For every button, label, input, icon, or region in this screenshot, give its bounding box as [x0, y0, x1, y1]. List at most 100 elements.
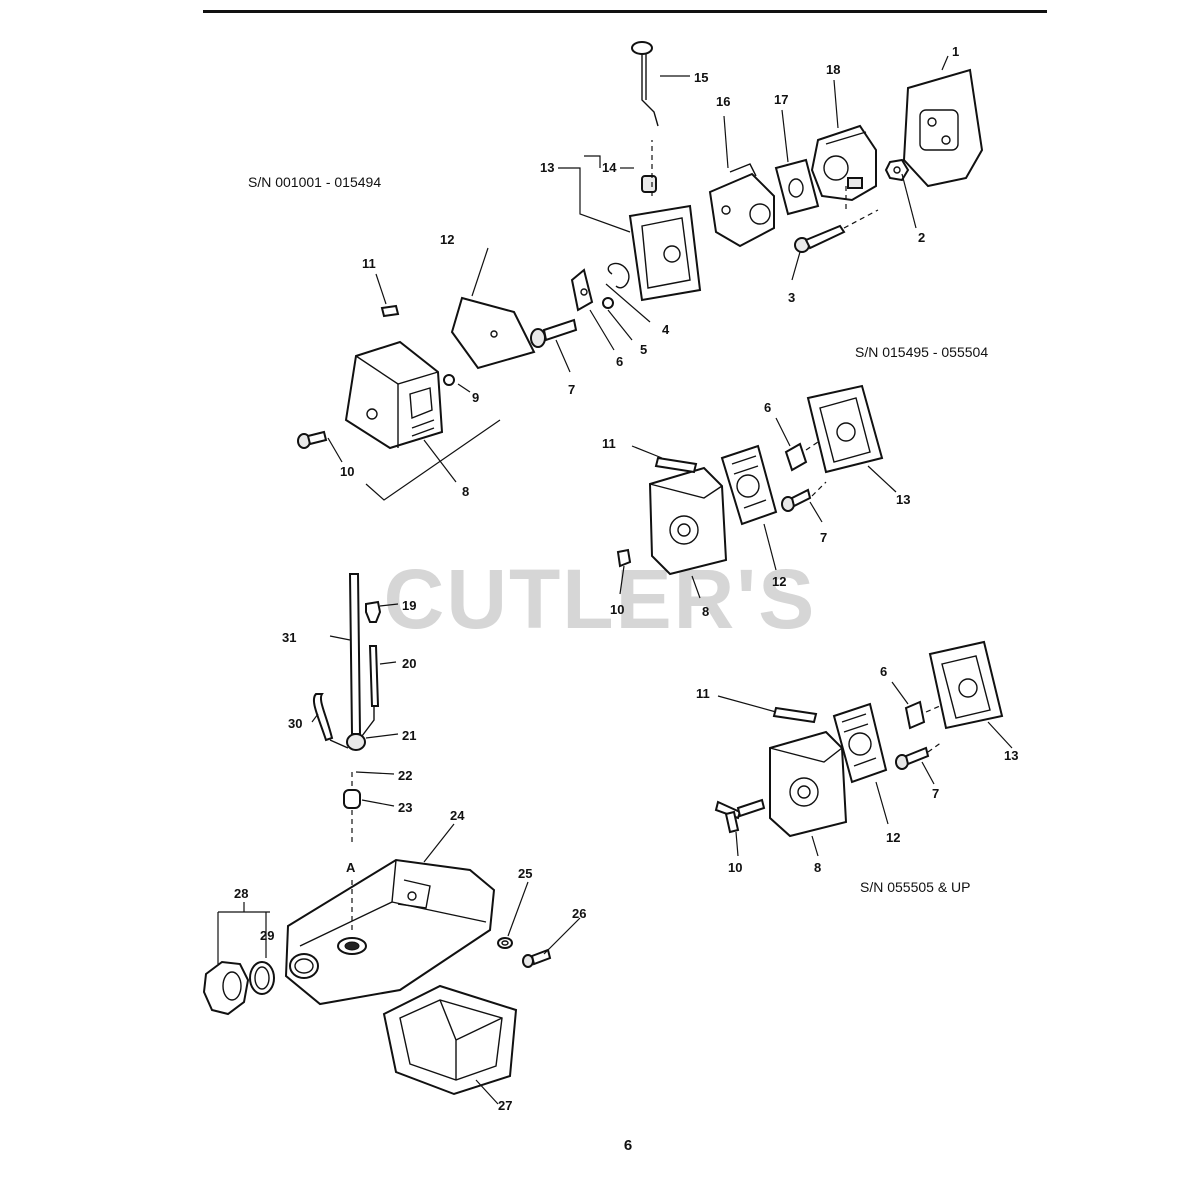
serial-range-a: S/N 001001 - 015494	[248, 174, 381, 190]
part-fuel-tank-24	[284, 858, 496, 1006]
callout-top-10: 10	[340, 464, 354, 479]
part-grommet-14	[641, 175, 657, 193]
low-part-label-11	[772, 706, 818, 724]
callout-low-12: 12	[886, 830, 900, 845]
low-part-cover-8	[769, 730, 848, 838]
part-carburetor-18	[810, 124, 877, 202]
part-washer-25	[497, 937, 513, 949]
part-washer-5	[602, 297, 614, 309]
callout-tank-22: 22	[398, 768, 412, 783]
callout-top-15: 15	[694, 70, 708, 85]
part-fuel-cap-28	[202, 960, 250, 1016]
callout-tank-31: 31	[282, 630, 296, 645]
low-part-filter-12	[832, 702, 888, 784]
part-screw-3	[794, 209, 879, 253]
callout-mid-7: 7	[820, 530, 827, 545]
part-return-line-20	[361, 645, 380, 737]
callout-mid-11: 11	[602, 436, 616, 451]
part-label-11	[380, 304, 400, 318]
top-assembly: 1 2 3 4 5 6 7 8 9 10 11 12 13 14 15 16 1…	[297, 41, 984, 501]
mid-part-screw-7	[781, 488, 812, 512]
mid-part-wingnut-10	[616, 548, 632, 568]
mid-part-filter-12	[720, 444, 778, 526]
part-grommet-21	[346, 733, 366, 751]
part-screw-26	[522, 948, 552, 968]
part-plate-6	[570, 268, 594, 312]
part-gasket-1	[902, 68, 984, 188]
header-rule	[203, 10, 1047, 13]
mid-part-plate-6	[784, 442, 808, 472]
mid-part-label-11	[654, 456, 698, 474]
callout-low-13: 13	[1004, 748, 1018, 763]
callout-top-3: 3	[788, 290, 795, 305]
callout-top-2: 2	[918, 230, 925, 245]
low-part-base-13	[928, 640, 1004, 730]
callout-tank-19: 19	[402, 598, 416, 613]
callout-mid-8: 8	[702, 604, 709, 619]
watermark: CUTLER'S	[384, 552, 817, 646]
callout-low-8: 8	[814, 860, 821, 875]
part-fuel-filter-23	[343, 772, 361, 846]
callout-tank-23: 23	[398, 800, 412, 815]
callout-top-5: 5	[640, 342, 647, 357]
callout-top-8: 8	[462, 484, 469, 499]
callout-mid-12: 12	[772, 574, 786, 589]
part-bolt-7	[530, 318, 578, 348]
callout-tank-21: 21	[402, 728, 416, 743]
reference-letter-a: A	[346, 860, 356, 875]
part-nut-2	[884, 158, 910, 182]
callout-top-12: 12	[440, 232, 454, 247]
part-tank-support-27	[382, 984, 518, 1096]
callout-low-6: 6	[880, 664, 887, 679]
tank-assembly: 19 20 21 22 23 24 25 26 27 28 29 30 31 A	[202, 573, 586, 1113]
callout-top-4: 4	[662, 322, 670, 337]
callout-top-17: 17	[774, 92, 788, 107]
callout-top-13: 13	[540, 160, 554, 175]
part-filter-12	[450, 296, 536, 370]
low-part-wingnut-10	[714, 798, 766, 834]
callout-low-11: 11	[696, 686, 710, 701]
callout-tank-28: 28	[234, 886, 248, 901]
callout-top-14: 14	[602, 160, 617, 175]
part-cap-gasket-29	[249, 961, 275, 995]
callout-mid-6: 6	[764, 400, 771, 415]
serial-range-b: S/N 015495 - 055504	[855, 344, 988, 360]
part-check-valve-19	[365, 600, 382, 623]
part-gasket-17	[774, 158, 820, 216]
part-cover-8	[344, 340, 444, 450]
part-vent-line-30	[312, 693, 349, 749]
part-clip-4	[607, 262, 630, 289]
callout-tank-29: 29	[260, 928, 274, 943]
callout-mid-13: 13	[896, 492, 910, 507]
mid-part-cover-8	[648, 466, 728, 576]
callout-top-16: 16	[716, 94, 730, 109]
callout-top-1: 1	[952, 44, 959, 59]
page-number: 6	[624, 1137, 632, 1154]
part-fuel-line-31	[348, 573, 362, 735]
callout-mid-10: 10	[610, 602, 624, 617]
callout-tank-20: 20	[402, 656, 416, 671]
callout-top-9: 9	[472, 390, 479, 405]
callout-top-11: 11	[362, 256, 376, 271]
callout-tank-24: 24	[450, 808, 465, 823]
callout-low-10: 10	[728, 860, 742, 875]
mid-assembly: 6 7 8 10 11 12 13	[602, 384, 910, 619]
serial-range-c: S/N 055505 & UP	[860, 879, 971, 895]
part-screw-10	[297, 430, 328, 449]
part-oring-9	[443, 374, 455, 386]
callout-tank-25: 25	[518, 866, 532, 881]
mid-part-base-13	[806, 384, 884, 474]
callout-tank-26: 26	[572, 906, 586, 921]
callout-top-6: 6	[616, 354, 623, 369]
callout-tank-27: 27	[498, 1098, 512, 1113]
callout-low-7: 7	[932, 786, 939, 801]
low-part-plate-6	[904, 700, 926, 730]
low-assembly: 6 7 8 10 11 12 13	[696, 640, 1018, 875]
part-choke-rod-15	[631, 41, 659, 127]
low-part-screw-7	[895, 746, 930, 770]
callout-tank-30: 30	[288, 716, 302, 731]
callout-top-7: 7	[568, 382, 575, 397]
part-base-13	[628, 204, 702, 302]
callout-top-18: 18	[826, 62, 840, 77]
